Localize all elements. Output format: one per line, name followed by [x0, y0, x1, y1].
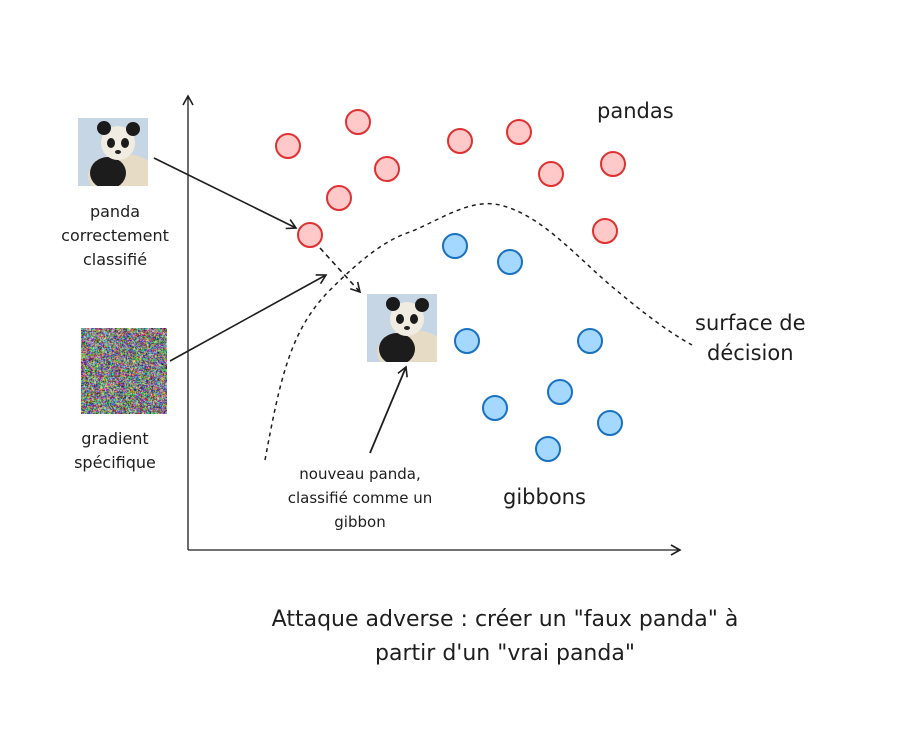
decision-surface-curve [264, 203, 693, 461]
label-line: gibbon [334, 513, 386, 531]
gibbon-point [482, 395, 508, 421]
panda-point [275, 133, 301, 159]
panda-point [345, 109, 371, 135]
noise-gradient-image [81, 328, 167, 414]
gibbon-point [577, 328, 603, 354]
caption-line: Attaque adverse : créer un "faux panda" … [271, 607, 739, 632]
original-panda-label: panda correctement classifié [45, 200, 185, 272]
panda-point [374, 156, 400, 182]
gibbon-point [497, 249, 523, 275]
panda-adversarial-image [367, 294, 437, 362]
gibbon-point [597, 410, 623, 436]
arrow-perturbation [319, 247, 362, 294]
panda-point [326, 185, 352, 211]
label-line: gradient [81, 429, 149, 448]
gradient-label: gradient spécifique [55, 427, 175, 475]
gibbon-point [442, 233, 468, 259]
label-line: panda [89, 202, 141, 221]
new-panda-label: nouveau panda, classifié comme un gibbon [260, 462, 460, 534]
gibbon-point [535, 436, 561, 462]
caption: Attaque adverse : créer un "faux panda" … [180, 603, 830, 671]
label-line: surface de [695, 311, 806, 335]
arrow-gradient [169, 274, 328, 362]
panda-original-image [78, 118, 148, 186]
label-line: décision [706, 341, 794, 365]
label-line: classifié comme un [287, 489, 433, 507]
label-line: spécifique [74, 453, 156, 472]
panda-point [506, 119, 532, 145]
arrow-original-to-point [153, 157, 298, 230]
pandas-label: pandas [597, 99, 674, 123]
panda-point [447, 128, 473, 154]
label-line: classifié [82, 250, 148, 269]
label-line: nouveau panda, [299, 465, 421, 483]
gibbons-label: gibbons [503, 485, 586, 509]
panda-point [538, 161, 564, 187]
gibbon-point [547, 379, 573, 405]
panda-point [297, 222, 323, 248]
arrow-annotation [369, 365, 408, 454]
caption-line: partir d'un "vrai panda" [375, 641, 635, 666]
label-line: correctement [61, 226, 169, 245]
decision-surface-label: surface de décision [695, 308, 806, 368]
panda-point [592, 218, 618, 244]
gibbon-point [454, 328, 480, 354]
panda-point [600, 151, 626, 177]
